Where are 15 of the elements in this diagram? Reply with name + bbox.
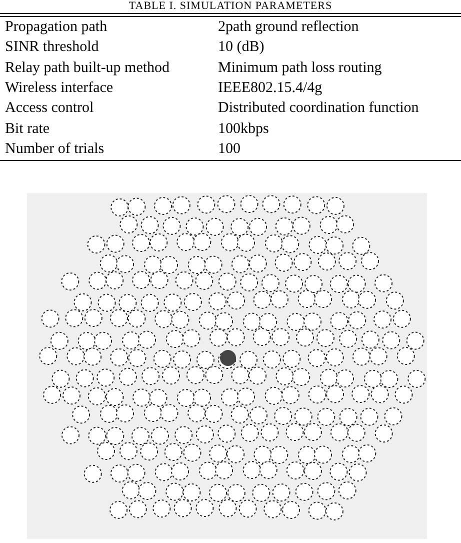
table-cell: 100	[218, 140, 240, 158]
table-cell: SINR threshold	[5, 38, 99, 56]
table-cell: IEEE802.15.4/4g	[218, 78, 322, 97]
table-cell: Minimum path loss routing	[218, 58, 382, 77]
table-title: TABLE I. SIMULATION PARAMETERS	[128, 0, 334, 12]
table-cell: Relay path built-up method	[5, 58, 170, 77]
table-cell: 10 (dB)	[218, 38, 264, 56]
table-cell: Number of trials	[5, 140, 104, 158]
table-cell: 100kbps	[218, 120, 269, 138]
table-cell: 2path ground reflection	[218, 18, 359, 36]
table-cell: Access control	[5, 99, 94, 118]
table-cell: Distributed coordination function	[218, 99, 419, 118]
table-cell: Propagation path	[5, 18, 108, 36]
table-cell: Wireless interface	[5, 78, 114, 97]
table-cell: Bit rate	[5, 120, 50, 138]
